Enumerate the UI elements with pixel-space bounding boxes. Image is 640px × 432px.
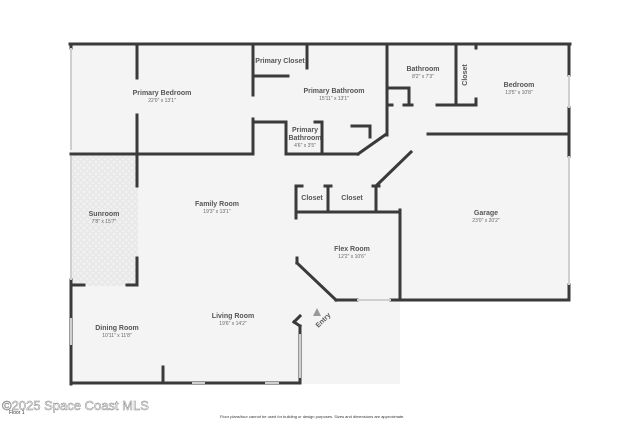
room-bathroom: Bathroom 8'2" x 7'3" — [406, 66, 439, 80]
room-name: Bathroom — [406, 66, 440, 73]
room-name: Flex Room — [334, 246, 370, 253]
room-name: Sunroom — [88, 211, 120, 218]
room-dims: 12'2" x 10'6" — [338, 254, 366, 260]
room-dims: 8'2" x 7'3" — [412, 74, 434, 80]
room-garage: Garage 23'0" x 20'2" — [472, 210, 499, 224]
room-dims: 22'0" x 13'1" — [148, 98, 176, 104]
room-name: Closet — [462, 64, 469, 86]
room-dims: 13'5" x 10'8" — [505, 90, 533, 96]
entry-arrow-icon — [313, 308, 321, 316]
sunroom-floor — [72, 156, 138, 286]
room-primary-bedroom: Primary Bedroom 22'0" x 13'1" — [133, 90, 192, 104]
room-name: Primary Closet — [255, 58, 305, 65]
room-name: Family Room — [195, 201, 239, 208]
room-name: Primary Bedroom — [132, 90, 192, 97]
room-closet-vertical: Closet — [462, 64, 470, 85]
room-dims: 10'11" x 11'8" — [102, 333, 132, 339]
room-name: Living Room — [211, 313, 255, 320]
room-sunroom: Sunroom 7'8" x 15'7" — [89, 211, 120, 225]
room-primary-bathroom: Primary Bathroom 15'11" x 13'1" — [303, 88, 364, 102]
room-name: Primary Bathroom — [288, 127, 322, 142]
room-bedroom: Bedroom 13'5" x 10'8" — [504, 82, 535, 96]
room-name: Closet — [341, 195, 363, 202]
room-name: Closet — [301, 195, 323, 202]
room-dims: 15'11" x 13'1" — [319, 96, 349, 102]
room-dims: 19'3" x 13'1" — [203, 209, 231, 215]
room-primary-closet: Primary Closet — [255, 58, 304, 66]
room-closet-b: Closet — [341, 195, 362, 203]
room-dims: 7'8" x 15'7" — [91, 219, 117, 225]
room-family-room: Family Room 19'3" x 13'1" — [195, 201, 239, 215]
windows — [70, 48, 570, 384]
room-dining-room: Dining Room 10'11" x 11'8" — [95, 325, 139, 339]
room-name: Primary Bathroom — [303, 88, 365, 95]
room-primary-bathroom-small: Primary Bathroom 4'6" x 3'5" — [288, 127, 322, 149]
room-dims: 19'6" x 14'2" — [219, 321, 247, 327]
room-name: Bedroom — [503, 82, 535, 89]
room-flex-room: Flex Room 12'2" x 10'6" — [334, 246, 370, 260]
room-name: Garage — [473, 210, 499, 217]
room-name: Dining Room — [95, 325, 139, 332]
room-dims: 4'6" x 3'5" — [294, 143, 316, 149]
disclaimer: Floor plans/tour cannot be used for buil… — [220, 414, 405, 419]
room-living-room: Living Room 19'6" x 14'2" — [212, 313, 254, 327]
room-closet-a: Closet — [301, 195, 322, 203]
room-dims: 23'0" x 20'2" — [472, 218, 500, 224]
watermark: ©2025 Space Coast MLS — [2, 398, 149, 414]
floor-label: Floor 1 — [9, 410, 25, 416]
